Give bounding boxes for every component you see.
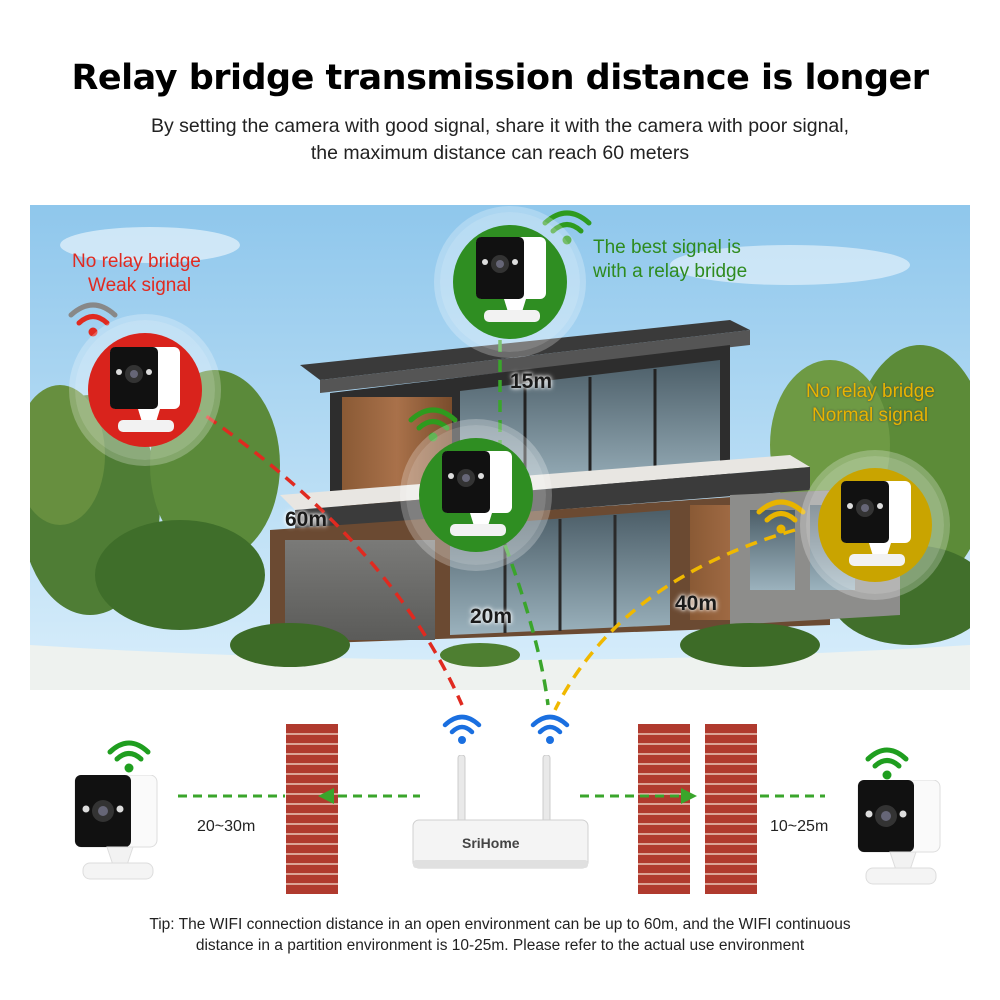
green-relay-path-bottom — [503, 544, 550, 706]
brick-wall-left — [286, 724, 338, 894]
camera-icon — [476, 237, 546, 322]
green-label-line-1: The best signal is — [593, 237, 741, 258]
page-title: Relay bridge transmission distance is lo… — [71, 58, 929, 98]
wifi-strong-icon — [865, 747, 909, 780]
left-distance-label: 20~30m — [197, 818, 256, 835]
router-brand: SriHome — [462, 835, 520, 851]
subtitle-line-1: By setting the camera with good signal, … — [150, 115, 850, 137]
page-subtitle: By setting the camera with good signal, … — [0, 113, 1000, 167]
tip-line-2: distance in a partition environment is 1… — [195, 937, 805, 954]
right-distance-label: 10~25m — [770, 818, 829, 835]
green-top-distance-label: 15m — [510, 370, 553, 393]
red-label-line-2: Weak signal — [88, 275, 192, 296]
camera-icon — [110, 347, 180, 432]
yellow-label-line-1: No relay bridge — [806, 381, 935, 402]
brick-wall-right-1 — [638, 724, 690, 894]
green-top-camera-label: The best signal is with a relay bridge — [593, 236, 747, 284]
yellow-label-line-2: Normal signal — [812, 405, 929, 426]
router-device — [412, 755, 589, 869]
house-illustration — [30, 205, 970, 690]
wifi-normal-icon — [756, 499, 806, 534]
yellow-signal-path — [553, 528, 796, 711]
red-distance-label: 60m — [285, 508, 328, 531]
yellow-camera-label: No relay bridge Normal signal — [806, 380, 935, 428]
subtitle-line-2: the maximum distance can reach 60 meters — [310, 142, 690, 164]
router-wifi-icon — [530, 714, 570, 744]
router-wifi-icon — [442, 714, 482, 744]
tip-text: Tip: The WIFI connection distance in an … — [0, 914, 1000, 956]
wifi-strong-icon — [542, 210, 592, 245]
camera-device-left — [74, 775, 158, 880]
red-camera-label: No relay bridge Weak signal — [72, 250, 252, 298]
brick-wall-right-2 — [705, 724, 757, 894]
wifi-strong-icon — [107, 740, 151, 773]
wifi-weak-icon — [68, 302, 118, 337]
red-signal-path — [189, 403, 464, 706]
camera-device-right — [857, 780, 941, 885]
camera-icon — [442, 451, 512, 536]
tip-line-1: Tip: The WIFI connection distance in an … — [149, 916, 851, 933]
red-label-line-1: No relay bridge — [72, 251, 201, 272]
house-scene — [30, 205, 970, 690]
yellow-distance-label: 40m — [675, 592, 718, 615]
green-label-line-2: with a relay bridge — [593, 261, 748, 282]
wifi-strong-icon — [408, 407, 458, 442]
bottom-arrows — [178, 788, 825, 804]
camera-icon — [841, 481, 911, 566]
green-mid-distance-label: 20m — [470, 605, 513, 628]
